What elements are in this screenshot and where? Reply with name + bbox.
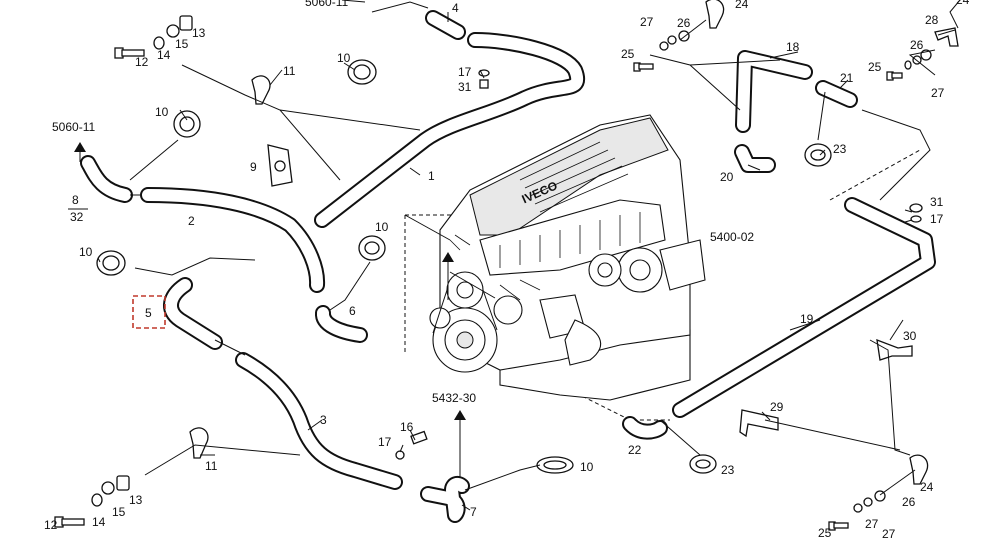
part-number-label: 26 (910, 38, 924, 52)
pipe-3 (235, 352, 403, 490)
ref-label: 8 (72, 193, 79, 207)
ref-label: 5400-02 (710, 230, 754, 244)
hose-clamp (96, 59, 832, 474)
pipe-8 (80, 155, 133, 203)
part-number-label: 15 (112, 505, 126, 519)
mounting-bracket (189, 0, 959, 485)
pipe-21 (815, 80, 858, 108)
part-number-label: 25 (818, 526, 832, 540)
pipe-6 (315, 305, 368, 343)
leader-lines (74, 0, 961, 511)
part-number-label: 4 (452, 1, 459, 15)
part-number-label: 28 (925, 13, 939, 27)
part-number-label: 24 (735, 0, 749, 11)
part-number-label: 3 (320, 413, 327, 427)
ref-label: 5060-11 (52, 120, 95, 134)
part-number-label: 23 (833, 142, 847, 156)
part-number-label: 12 (44, 518, 58, 532)
pipe-5 (163, 277, 223, 350)
pipe-19 (672, 197, 936, 418)
part-number-label: 20 (720, 170, 734, 184)
part-number-label: 10 (580, 460, 594, 474)
part-number-label: 10 (337, 51, 351, 65)
part-number-label: 24 (920, 480, 934, 494)
part-number-label: 13 (129, 493, 143, 507)
ref-label: 5432-30 (432, 391, 476, 405)
part-number-label: 24 (956, 0, 970, 7)
ref-label: 5060-11 (305, 0, 348, 9)
part-number-label: 17 (930, 212, 944, 226)
part-number-label: 11 (205, 459, 218, 473)
pipe-4 (425, 10, 466, 40)
pipe-2 (140, 187, 326, 293)
part-number-label: 12 (135, 55, 149, 69)
part-number-label: 17 (458, 65, 472, 79)
pipe-7 (420, 475, 470, 523)
part-number-label: 2 (188, 214, 195, 228)
part-number-label: 25 (868, 60, 882, 74)
part-number-label: 6 (349, 304, 356, 318)
part-number-label: 17 (378, 435, 392, 449)
part-number-label: 16 (400, 420, 414, 434)
part-number-label: 26 (902, 495, 916, 509)
part-number-label: 26 (677, 16, 691, 30)
part-number-label: 7 (470, 505, 477, 519)
part-number-label: 25 (621, 47, 635, 61)
part-number-label: 9 (250, 160, 257, 174)
pipe-20 (734, 144, 776, 173)
part-number-label: 22 (628, 443, 642, 457)
part-number-label: 27 (882, 527, 896, 541)
pipe-18 (735, 50, 813, 133)
pipe-1 (314, 32, 585, 228)
part-number-label: 19 (800, 312, 814, 326)
part-number-label: 27 (865, 517, 879, 531)
part-number-label: 29 (770, 400, 784, 414)
callout-box (132, 295, 166, 329)
part-number-label: 13 (192, 26, 206, 40)
part-number-label: 30 (903, 329, 917, 343)
part-number-label: 27 (640, 15, 654, 29)
part-number-label: 14 (92, 515, 106, 529)
part-number-label: 31 (458, 80, 472, 94)
part-number-label: 15 (175, 37, 189, 51)
part-number-label: 27 (931, 86, 945, 100)
part-number-label: 10 (375, 220, 389, 234)
part-number-label: 10 (155, 105, 169, 119)
part-number-label: 31 (930, 195, 944, 209)
ref-label: 32 (70, 210, 84, 224)
part-number-label: 1 (428, 169, 435, 183)
part-number-label: 23 (721, 463, 735, 477)
engine-block: IVECO (404, 114, 706, 421)
part-number-label: 21 (840, 71, 854, 85)
pipe-22 (622, 416, 668, 440)
callout-label: 5 (145, 306, 152, 320)
part-labels: 5060-11 5060-11 8 32 5400-02 5432-30 5 1… (44, 0, 970, 541)
part-number-label: 14 (157, 48, 171, 62)
part-number-label: 10 (79, 245, 93, 259)
part-number-label: 18 (786, 40, 800, 54)
part-number-label: 11 (283, 64, 296, 78)
